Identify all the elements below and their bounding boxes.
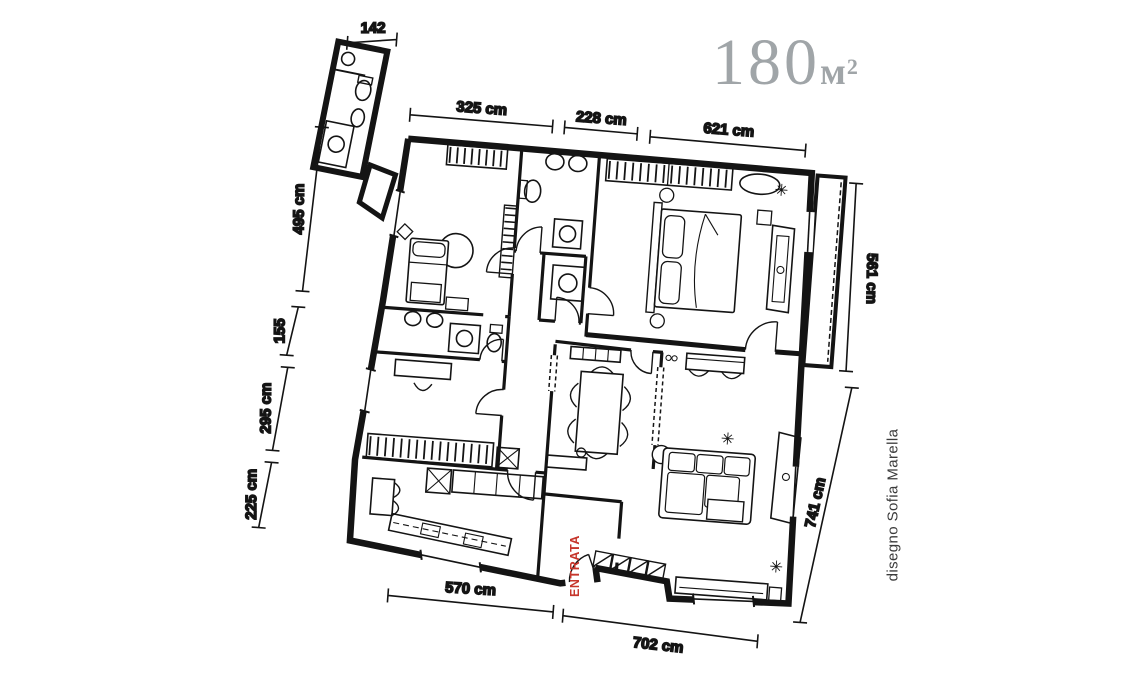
dim-label-225: 225 cm: [243, 469, 260, 520]
dim-left-495: 495 cm: [290, 125, 329, 293]
furniture-dining: [545, 345, 632, 471]
doors: [475, 226, 779, 583]
dim-label-702: 702 cm: [632, 634, 684, 656]
area-title: 180м2: [712, 30, 859, 96]
dim-top-228: 228 cm: [563, 107, 639, 141]
furniture-master-bedroom: [604, 157, 796, 329]
balcony: [801, 173, 848, 370]
windows: [359, 188, 815, 608]
dim-label-295: 295 cm: [258, 383, 275, 434]
furniture-wc: [549, 264, 586, 303]
dim-label-741: 741 cm: [802, 476, 829, 529]
dim-right-741: 741 cm: [793, 386, 859, 624]
dim-bottom-570: 570 cm: [386, 578, 555, 619]
furniture-study: [396, 143, 519, 312]
furniture-dressing-room: [365, 358, 495, 468]
area-value: 180: [712, 26, 820, 99]
dimensions: 142 325 cm 228 cm 621 cm 495 cm 155 295 …: [242, 19, 881, 657]
entrance-label: ENTRATA: [568, 534, 582, 598]
dim-label-570: 570 cm: [445, 579, 497, 599]
entrance-stairs: [592, 550, 667, 581]
dim-left-295: 295 cm: [257, 365, 295, 452]
dim-label-155: 155: [271, 318, 288, 343]
dim-left-225: 225 cm: [242, 461, 279, 529]
furniture-living: [651, 352, 802, 602]
dim-label-228: 228 cm: [575, 108, 627, 129]
dim-wing-142: 142: [345, 19, 398, 50]
dim-right-561: 561 cm: [838, 182, 881, 373]
furniture-bath-top: [518, 152, 588, 250]
furniture-kitchen: [369, 446, 545, 557]
dim-left-155: 155: [271, 305, 306, 357]
dim-label-621: 621 cm: [703, 120, 755, 141]
wing-bathroom: [309, 38, 399, 222]
credit-text: disegno Sofia Marella: [884, 428, 902, 582]
area-unit: м2: [820, 51, 859, 93]
dim-label-561: 561 cm: [863, 253, 881, 304]
furniture-bath-lower: [403, 310, 504, 355]
dim-label-325: 325 cm: [456, 98, 508, 119]
dim-label-495: 495 cm: [291, 184, 308, 235]
dim-top-325: 325 cm: [408, 97, 554, 134]
dim-top-621: 621 cm: [648, 119, 807, 158]
plant-marks: [721, 183, 788, 573]
dim-bottom-702: 702 cm: [561, 608, 759, 657]
dim-label-142: 142: [361, 20, 386, 37]
interior-walls: [362, 148, 801, 580]
